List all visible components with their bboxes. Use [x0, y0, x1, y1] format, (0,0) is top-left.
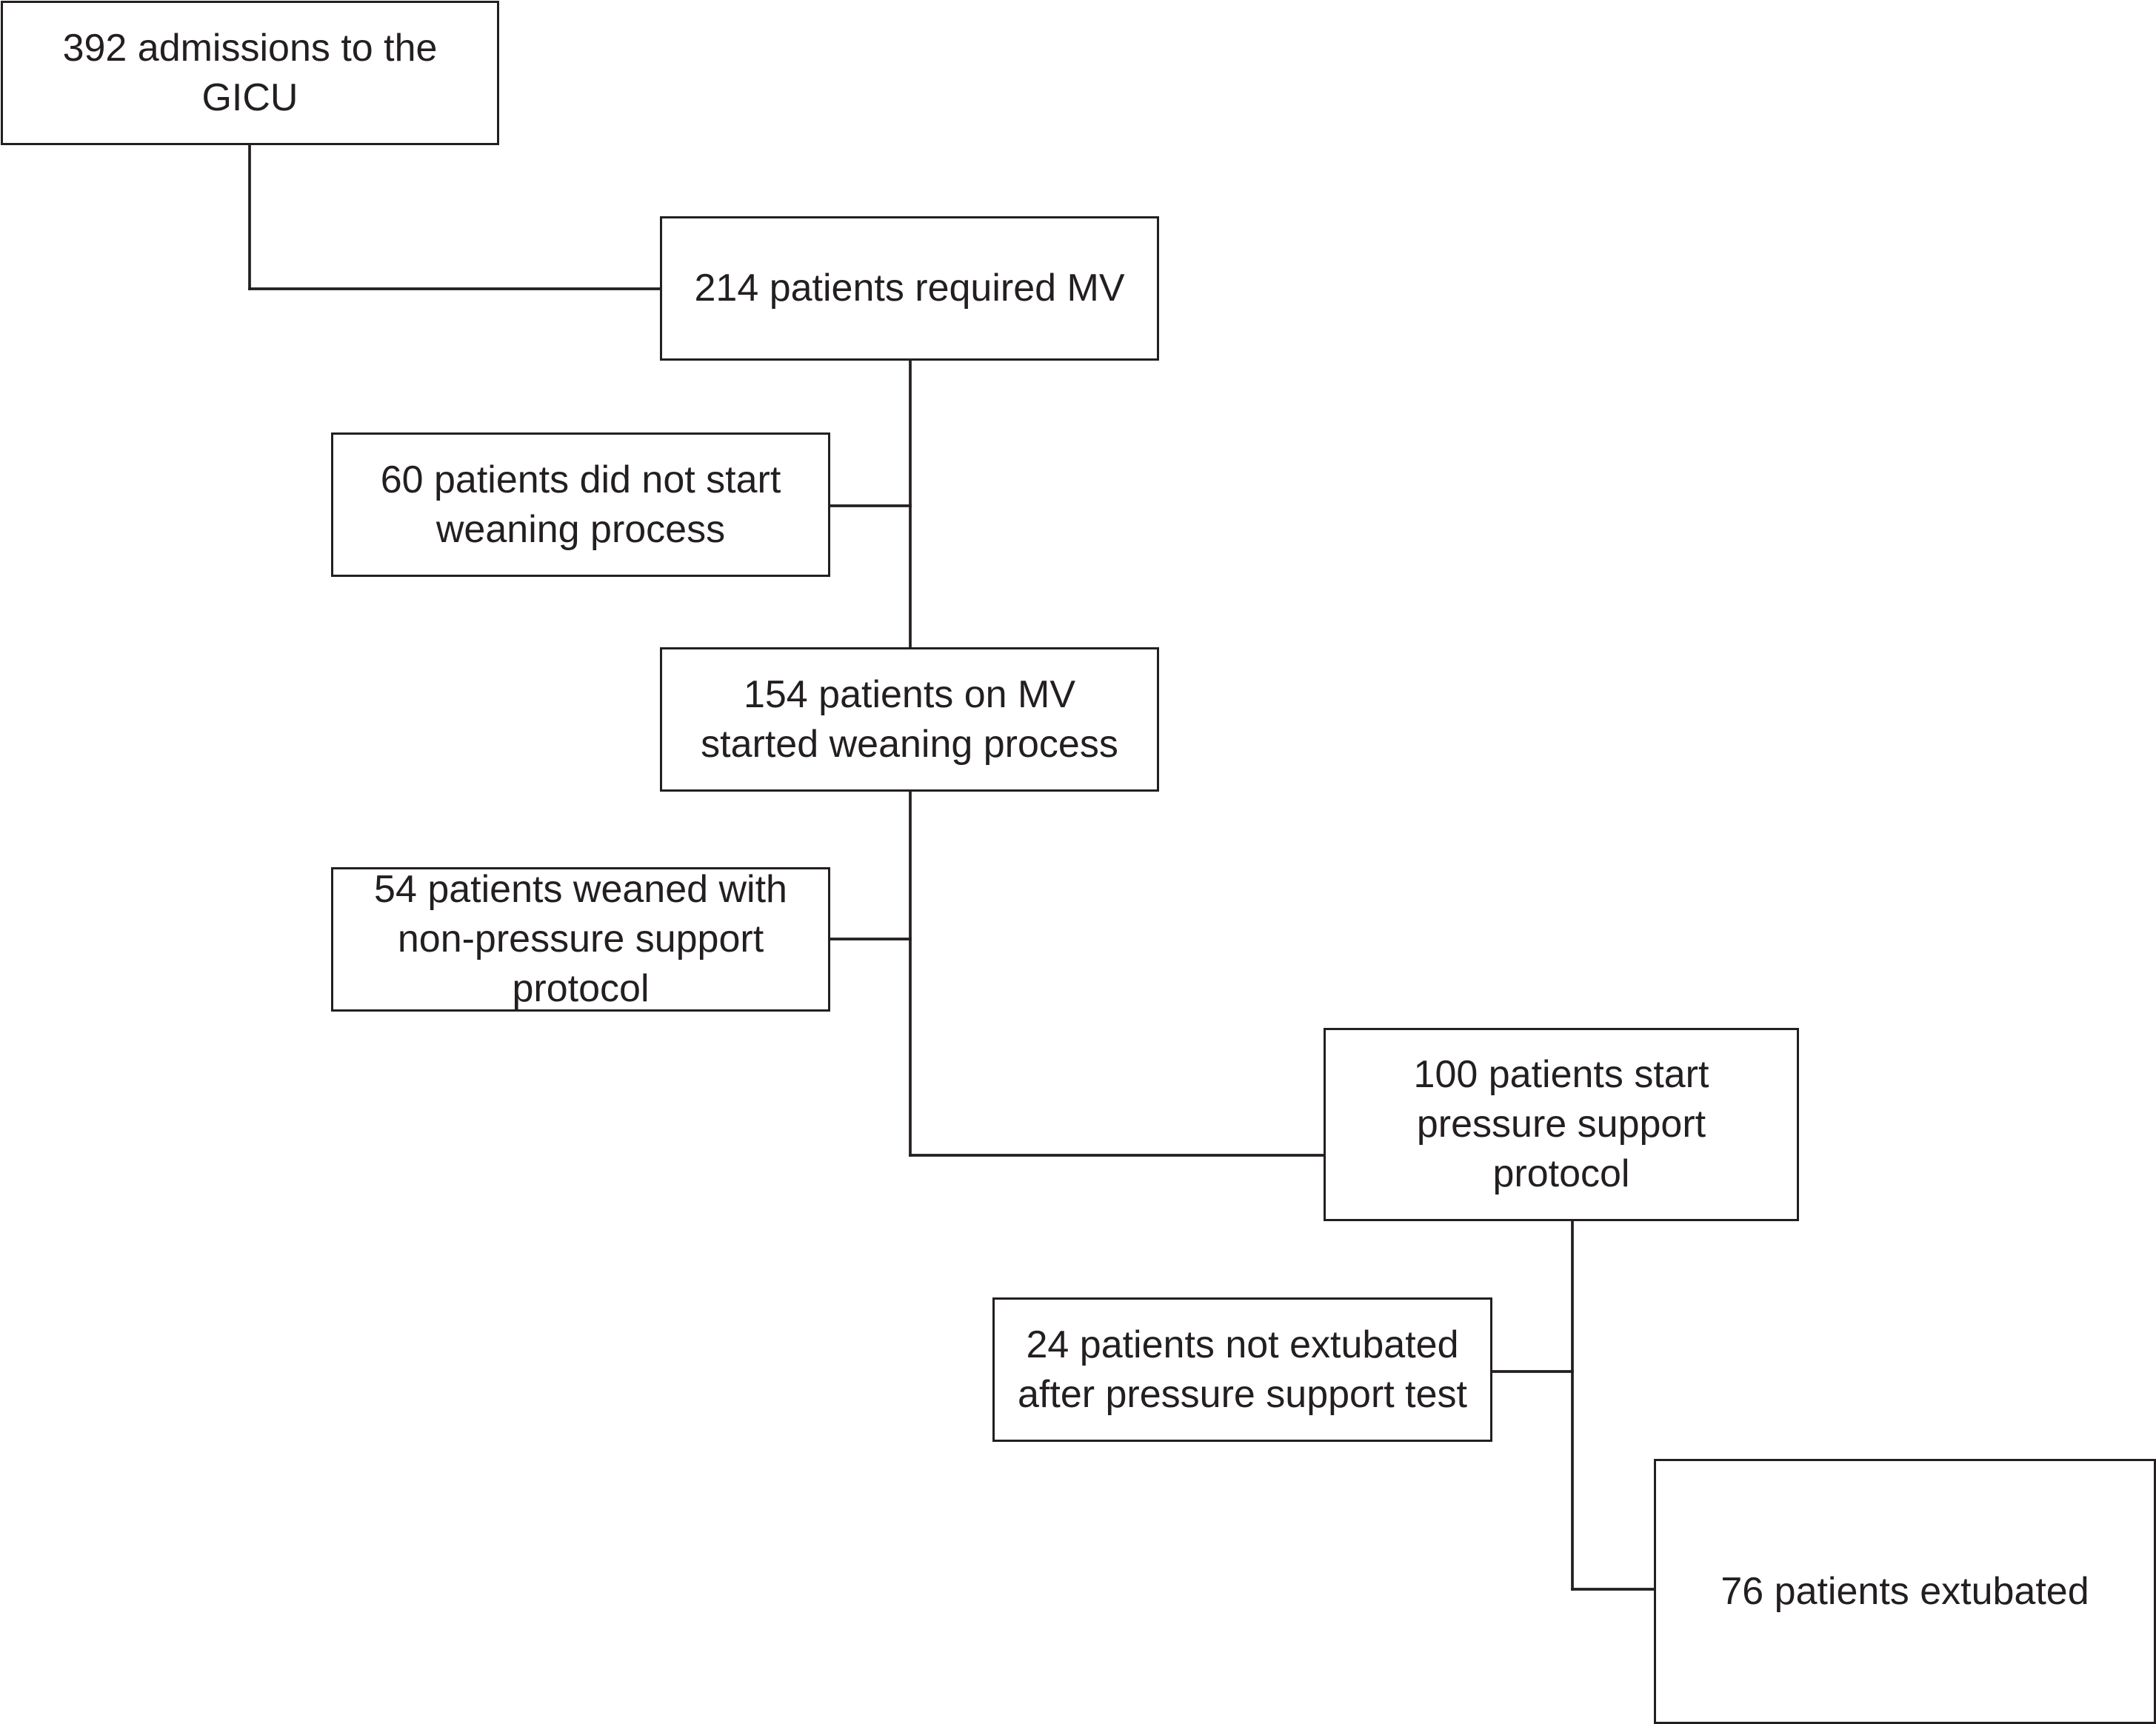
started-weaning-box: 154 patients on MV started weaning proce… [660, 647, 1159, 792]
non-pressure-protocol-box: 54 patients weaned with non-pressure sup… [331, 867, 830, 1012]
no-weaning-box: 60 patients did not start weaning proces… [331, 432, 830, 577]
extubated-box: 76 patients extubated [1654, 1459, 2156, 1724]
not-extubated-box: 24 patients not extubated after pressure… [992, 1297, 1492, 1442]
pressure-support-protocol-box: 100 patients start pressure support prot… [1324, 1028, 1799, 1221]
admissions-box: 392 admissions to the GICU [1, 1, 499, 145]
not-extubated-label: 24 patients not extubated after pressure… [1018, 1323, 1467, 1416]
extubated-label: 76 patients extubated [1721, 1569, 2089, 1613]
non-pressure-protocol-label: 54 patients weaned with non-pressure sup… [374, 868, 787, 1010]
required-mv-box: 214 patients required MV [660, 216, 1159, 361]
no-weaning-label: 60 patients did not start weaning proces… [380, 458, 781, 551]
started-weaning-label: 154 patients on MV started weaning proce… [701, 672, 1118, 766]
required-mv-label: 214 patients required MV [694, 267, 1125, 310]
pressure-support-protocol-label: 100 patients start pressure support prot… [1413, 1053, 1709, 1195]
admissions-label: 392 admissions to the GICU [62, 27, 438, 119]
